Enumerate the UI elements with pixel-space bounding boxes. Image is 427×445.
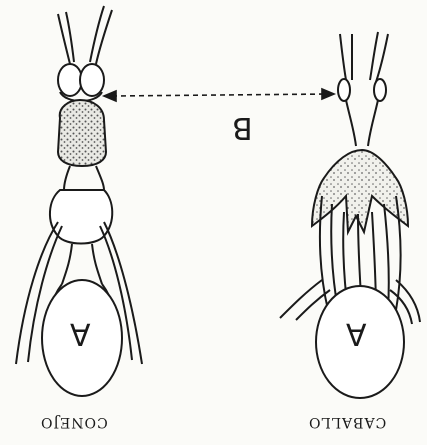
marker-b: B	[232, 112, 253, 142]
label-horse: CABALLO	[308, 414, 386, 430]
arrowhead-right-icon	[322, 89, 334, 99]
marker-a-right: A	[346, 318, 367, 348]
label-rabbit: CONEJO	[40, 414, 108, 430]
marker-a-left: A	[70, 318, 91, 348]
b-pointer-arrows	[104, 89, 334, 101]
arrowhead-left-icon	[104, 91, 116, 101]
